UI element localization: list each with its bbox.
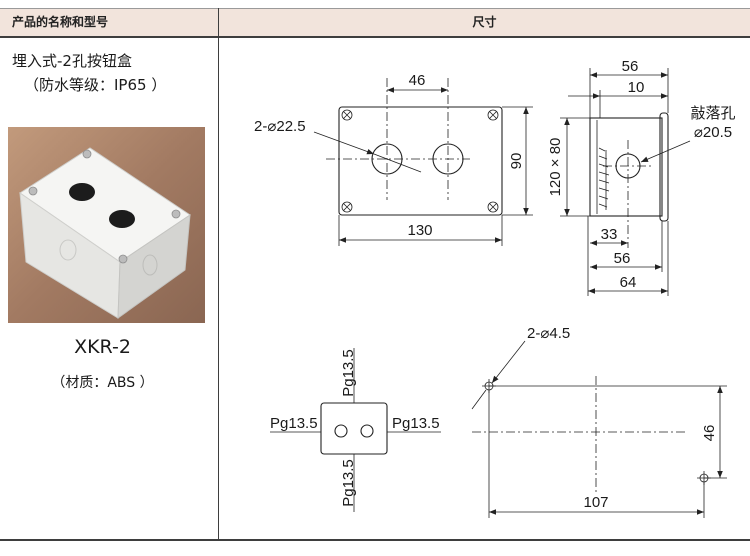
screw-hole-cross	[489, 203, 497, 211]
product-photo	[8, 127, 205, 323]
dimension-mount-horizontal: 107	[583, 494, 608, 511]
dimension-knockout-offset: 33	[601, 226, 618, 243]
dimension-height: 90	[508, 153, 525, 170]
product-name: 埋入式-2孔按钮盒	[12, 52, 132, 70]
front-plate-outline	[338, 106, 503, 216]
side-view-drawing: 敲落孔 ⌀20.5 120 × 80 56 10 33 56 64	[547, 58, 736, 296]
screw-icon	[82, 149, 92, 159]
corner-screw-hole	[341, 201, 353, 213]
dimension-top-depth: 56	[622, 58, 639, 75]
screw-hole-circle	[487, 201, 499, 213]
side-lid-flange	[659, 112, 669, 222]
corner-screw-hole	[487, 201, 499, 213]
mounting-hole-spec: 2-⌀4.5	[527, 325, 570, 342]
screw-hole-cross	[489, 111, 497, 119]
cable-entry-right-label: Pg13.5	[392, 415, 440, 432]
hole-spec-label: 2-⌀22.5	[254, 118, 306, 135]
hole-spec-leader	[313, 131, 375, 155]
side-wall-hatching	[598, 147, 610, 210]
header-dimensions-column: 尺寸	[472, 15, 497, 29]
knockout-leader	[640, 140, 691, 163]
table-header: 产品的名称和型号 尺寸	[0, 8, 750, 38]
screw-icon	[28, 186, 38, 196]
dimension-body-depth: 56	[614, 250, 631, 267]
screw-hole-cross	[343, 111, 351, 119]
mounting-drawing: 46 107 2-⌀4.5	[471, 325, 727, 518]
box-hole-1	[69, 183, 95, 201]
mounting-hole-leader-tail	[471, 389, 487, 410]
dimension-width: 130	[407, 222, 432, 239]
box-side-face	[117, 213, 191, 319]
dimension-hole-spacing: 46	[409, 72, 426, 89]
cable-entry-left-label: Pg13.5	[270, 415, 318, 432]
product-material: （材质：ABS ）	[51, 375, 154, 391]
knockout-spec: ⌀20.5	[694, 124, 732, 141]
knockout-label: 敲落孔	[690, 104, 735, 122]
column-divider	[218, 8, 219, 540]
cable-entry-top-label: Pg13.5	[340, 349, 357, 397]
dimension-overall-depth: 64	[620, 274, 637, 291]
dimension-flange: 10	[628, 79, 645, 96]
cable-hole-left	[334, 424, 348, 438]
cable-entry-bottom-label: Pg13.5	[340, 459, 357, 507]
dimension-size: 120 × 80	[547, 138, 564, 197]
dimension-mount-vertical: 46	[701, 425, 718, 442]
cable-hole-right	[360, 424, 374, 438]
screw-hole-circle	[487, 109, 499, 121]
box-knockout-side	[142, 254, 158, 276]
front-view-drawing: 46 2-⌀22.5 90 130	[254, 72, 533, 246]
box-knockout-front	[59, 239, 77, 261]
screw-icon	[171, 209, 181, 219]
product-model: XKR-2	[74, 336, 131, 358]
box-hole-2	[109, 210, 135, 228]
corner-screw-hole	[341, 109, 353, 121]
screw-icon	[118, 254, 128, 264]
product-rating: （防水等级：IP65 ）	[24, 76, 167, 94]
cable-entry-drawing: Pg13.5 Pg13.5 Pg13.5 Pg13.5	[270, 348, 441, 512]
corner-screw-hole	[487, 109, 499, 121]
cable-box-outline	[320, 402, 388, 455]
header-product-column: 产品的名称和型号	[12, 15, 109, 29]
screw-hole-circle	[341, 109, 353, 121]
side-body-outline	[589, 117, 663, 217]
screw-hole-cross	[343, 203, 351, 211]
mounting-hole-leader	[491, 340, 526, 384]
screw-hole-circle	[341, 201, 353, 213]
table-bottom-rule	[0, 539, 750, 541]
hole-spec-leader-tail	[373, 153, 422, 173]
